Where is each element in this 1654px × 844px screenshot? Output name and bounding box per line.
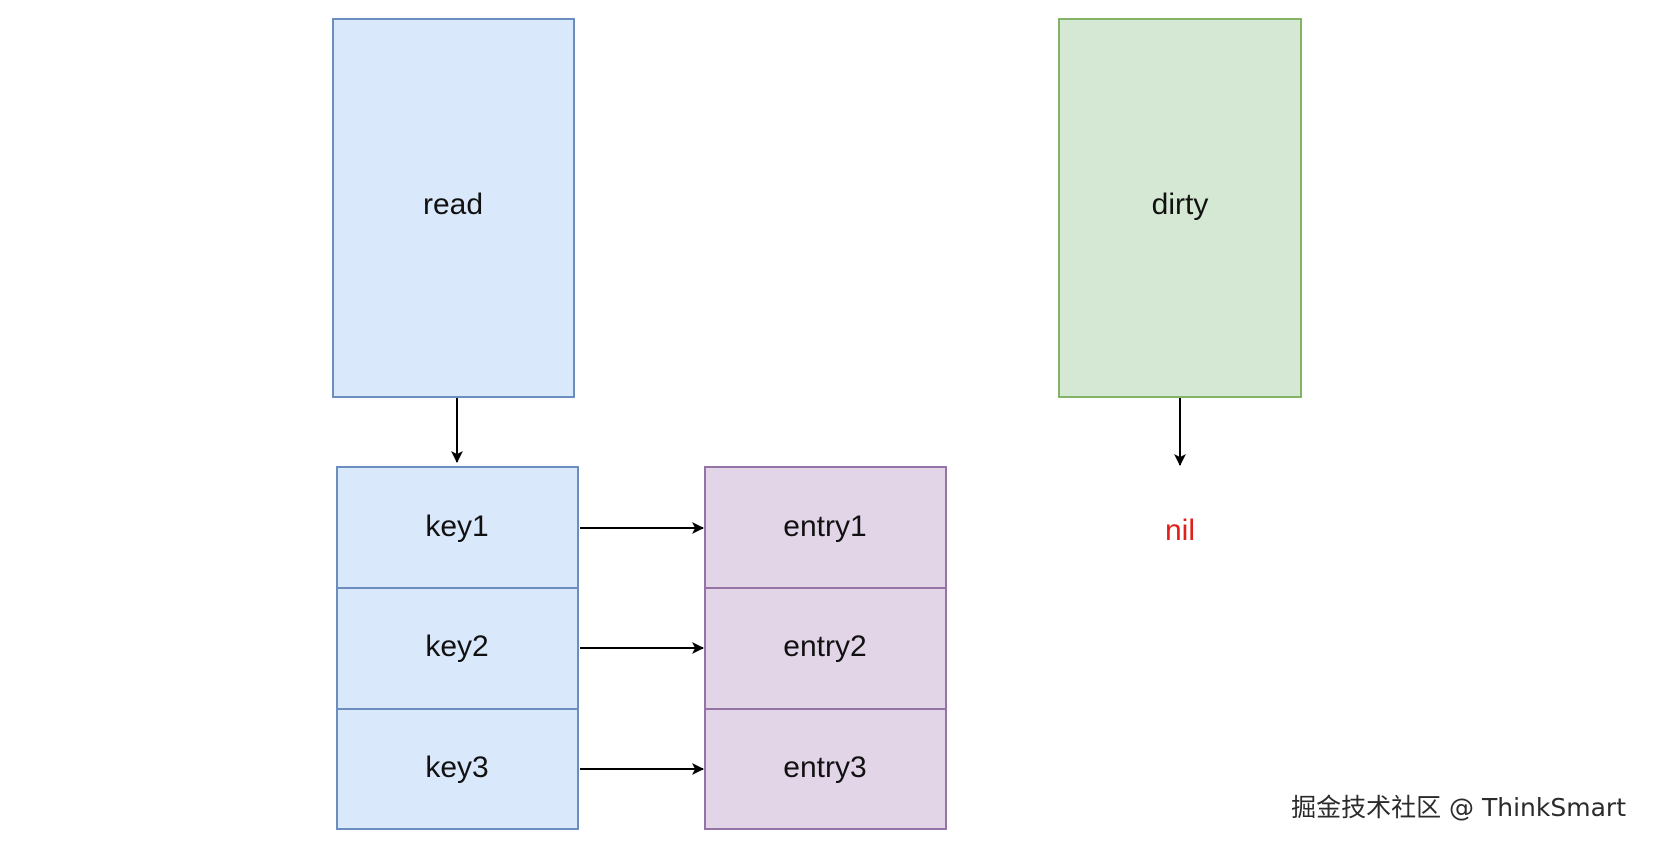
key-row: key3 xyxy=(336,708,579,830)
entries-table: entry1 entry2 entry3 xyxy=(704,466,947,830)
dirty-box: dirty xyxy=(1058,18,1302,398)
entry-row: entry1 xyxy=(704,466,947,589)
entry-label: entry2 xyxy=(783,630,866,663)
key-label: key2 xyxy=(425,630,488,663)
key-label: key3 xyxy=(425,751,488,784)
watermark: 掘金技术社区 @ ThinkSmart xyxy=(1291,793,1626,822)
read-box-rect xyxy=(332,18,575,398)
entry-label: entry3 xyxy=(783,751,866,784)
read-box: read xyxy=(332,18,575,398)
entry-label: entry1 xyxy=(783,510,866,543)
key-row: key1 xyxy=(336,466,579,589)
key-cell xyxy=(336,466,579,589)
entry-row: entry2 xyxy=(704,587,947,710)
nil-label: nil xyxy=(1165,514,1195,547)
key-label: key1 xyxy=(425,510,488,543)
key-cell xyxy=(336,587,579,710)
key-cell xyxy=(336,708,579,830)
dirty-box-rect xyxy=(1058,18,1302,398)
dirty-label: dirty xyxy=(1152,188,1209,221)
entry-cell xyxy=(704,466,947,589)
key-row: key2 xyxy=(336,587,579,710)
entry-cell xyxy=(704,587,947,710)
entry-row: entry3 xyxy=(704,708,947,830)
read-label: read xyxy=(423,188,483,221)
keys-table: key1 key2 key3 xyxy=(336,466,579,830)
entry-cell xyxy=(704,708,947,830)
